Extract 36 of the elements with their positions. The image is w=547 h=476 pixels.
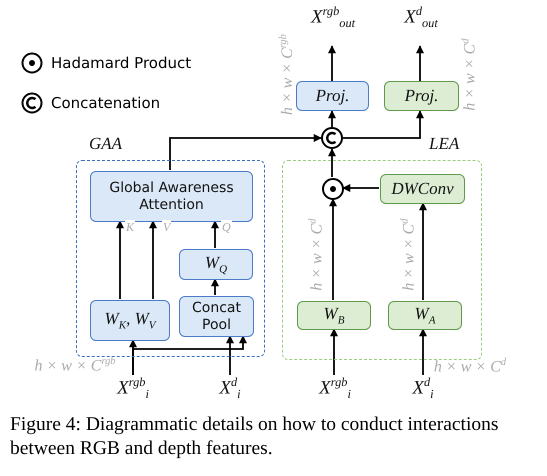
- arrow: [330, 328, 338, 375]
- arrow: [342, 184, 379, 192]
- concatenation-operator: [321, 127, 343, 149]
- arrow: [210, 278, 220, 295]
- arrow: [226, 335, 234, 375]
- process-box: W$_{A}$: [388, 301, 462, 330]
- process-box: DWConv: [380, 174, 465, 204]
- arrow: [328, 45, 336, 81]
- process-box: W$_{K}$, W$_{V}$: [90, 300, 170, 341]
- edge-label: Q: [221, 220, 232, 235]
- legend-label: Hadamard Product: [51, 54, 192, 72]
- arrow: [418, 328, 428, 375]
- arrow: [210, 220, 220, 248]
- arrow: [416, 45, 424, 81]
- group-label: LEA: [429, 134, 460, 154]
- arrow: [116, 220, 124, 299]
- figure-caption: Figure 4: Diagrammatic details on how to conduct interactions between RGB and depth features.: [10, 413, 500, 461]
- legend-label: Concatenation: [51, 94, 160, 112]
- arrow: [328, 198, 338, 300]
- process-box: W$_{B}$: [297, 301, 371, 330]
- process-box: Proj.: [296, 81, 369, 111]
- dimension-label: h × w × C$^{d}$: [434, 357, 506, 377]
- process-box: W$_{Q}$: [179, 249, 253, 280]
- arrow: [132, 335, 248, 375]
- arrow: [328, 148, 336, 177]
- arrow: [148, 220, 158, 299]
- process-box: Global Awareness Attention: [90, 171, 253, 222]
- arrow: [418, 202, 428, 300]
- group-label: GAA: [89, 134, 122, 154]
- process-box: Proj.: [384, 81, 459, 111]
- process-box: Concat Pool: [179, 296, 254, 337]
- arrow: [169, 134, 322, 170]
- dimension-label: h × w × C$^{rgb}$: [34, 356, 116, 376]
- arrow: [343, 110, 424, 139]
- hadamard-operator: [322, 178, 344, 200]
- arrow: [328, 110, 336, 127]
